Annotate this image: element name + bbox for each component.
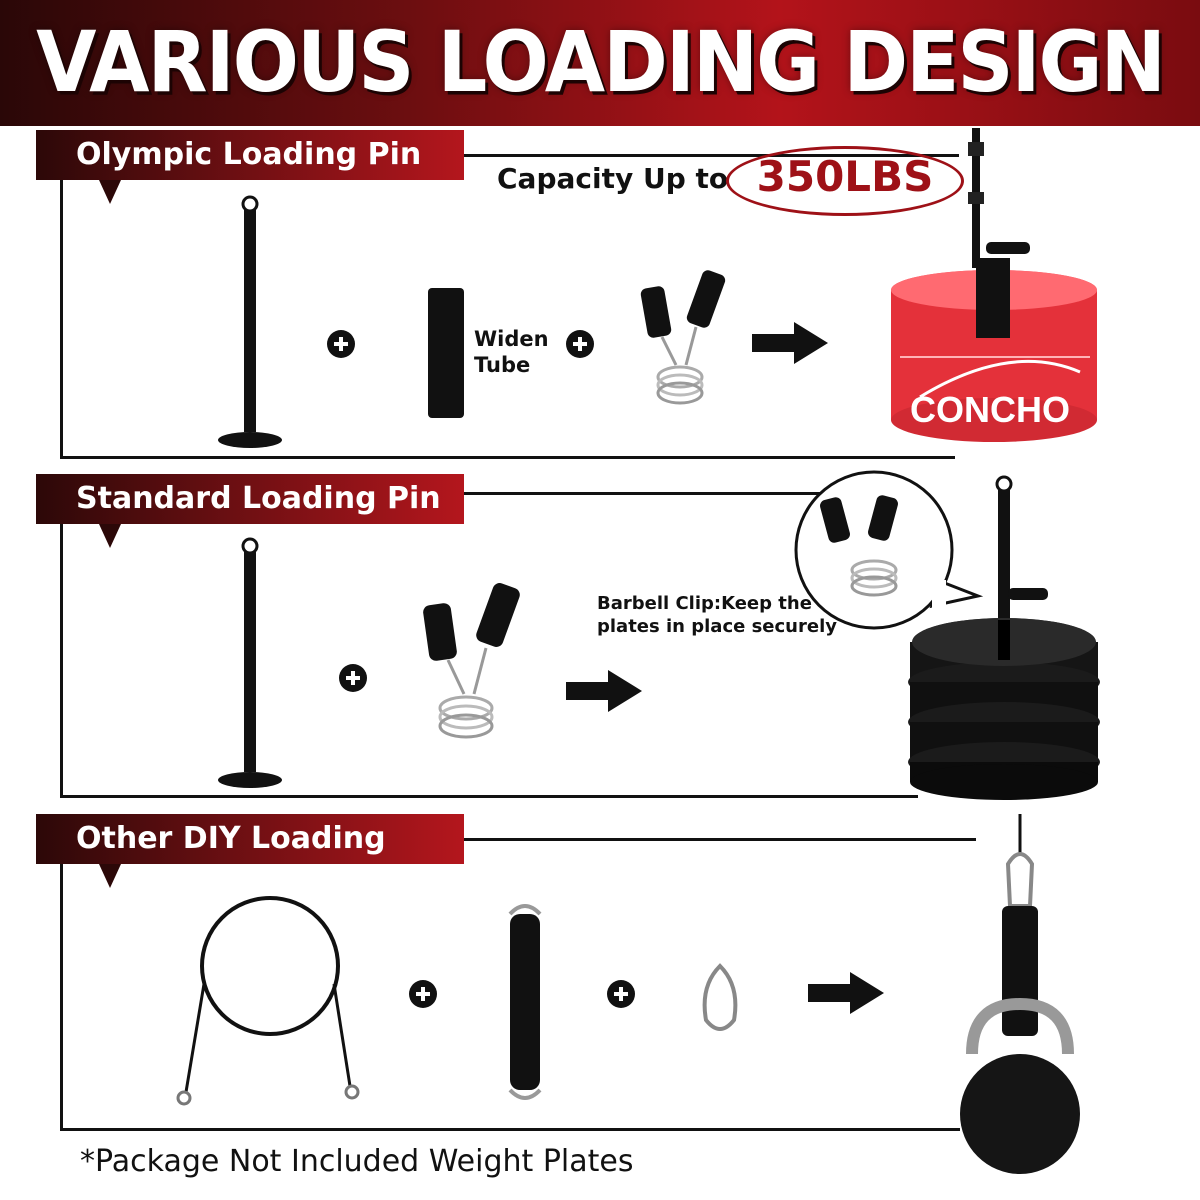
arrow-right-icon: [808, 972, 884, 1014]
standard-pin-product-icon: [908, 475, 1100, 800]
plus-icon: [566, 330, 594, 358]
strap-handle-icon: [508, 904, 542, 1100]
widen-tube-label: Widen Tube: [474, 327, 549, 377]
label-tail-standard: [99, 524, 121, 548]
rule-left-olympic: [60, 180, 63, 458]
plus-icon: [409, 980, 437, 1008]
rule-bottom-diy: [60, 1128, 960, 1131]
rule-left-standard: [60, 524, 63, 798]
rule-bottom-standard: [60, 795, 918, 798]
widen-tube-icon: [428, 288, 464, 418]
cable-loop-icon: [176, 896, 360, 1106]
spring-clip-icon: [640, 270, 726, 405]
arrow-right-icon: [566, 670, 642, 712]
capacity-value: 350LBS: [756, 152, 934, 201]
rule-bottom-olympic: [60, 456, 955, 459]
capacity-oval: [726, 146, 964, 216]
section-title-standard: Standard Loading Pin: [36, 474, 464, 524]
banner: VARIOUS LOADING DESIGN: [0, 0, 1200, 126]
section-title-diy: Other DIY Loading Styles: [36, 814, 464, 906]
capacity-label: Capacity Up to: [497, 162, 729, 195]
banner-title: VARIOUS LOADING DESIGN: [36, 14, 1166, 112]
rule-left-diy: [60, 864, 63, 1130]
rule-top-standard: [464, 492, 824, 495]
rule-top-olympic: [464, 154, 959, 157]
barbell-clip-note: Barbell Clip:Keep the plates in place se…: [597, 593, 837, 637]
arrow-right-icon: [752, 322, 828, 364]
rule-top-diy: [464, 838, 976, 841]
carabiner-icon: [702, 963, 738, 1031]
label-tail-olympic: [99, 180, 121, 204]
clip-callout-bubble: [794, 470, 984, 630]
footnote: *Package Not Included Weight Plates: [80, 1144, 634, 1179]
loading-pin-icon: [218, 195, 282, 448]
kettlebell-product-icon: [960, 814, 1080, 1174]
loading-pin-icon: [218, 537, 282, 788]
section-title-olympic: Olympic Loading Pin: [36, 130, 464, 180]
spring-clip-icon: [423, 583, 520, 739]
brand-text: CONCHO: [910, 389, 1070, 430]
plus-icon: [607, 980, 635, 1008]
plus-icon: [339, 664, 367, 692]
label-tail-diy: [99, 864, 121, 888]
plus-icon: [327, 330, 355, 358]
olympic-pin-product-icon: CONCHO: [891, 128, 1097, 442]
